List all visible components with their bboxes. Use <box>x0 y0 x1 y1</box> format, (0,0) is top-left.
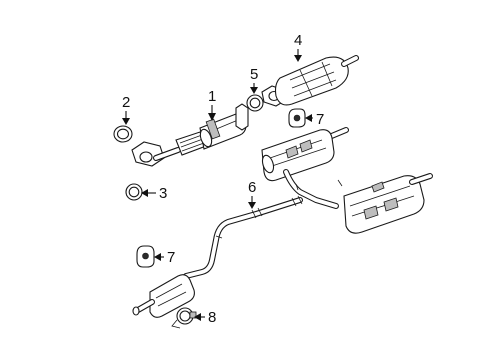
callout-label-5: 5 <box>250 66 258 83</box>
part-8-clamp <box>171 307 197 329</box>
callout-1: 1 <box>208 88 216 121</box>
callout-label-4: 4 <box>294 32 302 49</box>
callout-label-2: 2 <box>122 94 130 111</box>
callout-2: 2 <box>122 94 130 125</box>
part-7-insulator-lower <box>136 245 155 268</box>
callout-5: 5 <box>250 66 258 94</box>
part-3-gasket <box>125 183 143 201</box>
callout-7-upper: 7 <box>305 111 324 128</box>
callout-label-7-upper: 7 <box>316 111 324 128</box>
part-1-front-pipe <box>131 103 249 167</box>
callout-8: 8 <box>194 309 216 326</box>
part-2-gasket <box>113 125 133 143</box>
callout-label-7-lower: 7 <box>167 249 175 266</box>
callout-label-6: 6 <box>248 179 256 196</box>
callout-6: 6 <box>248 179 256 209</box>
part-4-catalytic-converter <box>261 55 359 107</box>
part-6-exhaust-pipe-assembly <box>132 127 433 318</box>
callout-4: 4 <box>294 32 302 62</box>
part-5-gasket <box>246 94 264 112</box>
callout-label-1: 1 <box>208 88 216 105</box>
callout-label-8: 8 <box>208 309 216 326</box>
callout-label-3: 3 <box>159 185 167 202</box>
part-7-insulator-upper <box>288 108 306 128</box>
callout-7-lower: 7 <box>154 249 175 266</box>
callout-3: 3 <box>141 185 167 202</box>
